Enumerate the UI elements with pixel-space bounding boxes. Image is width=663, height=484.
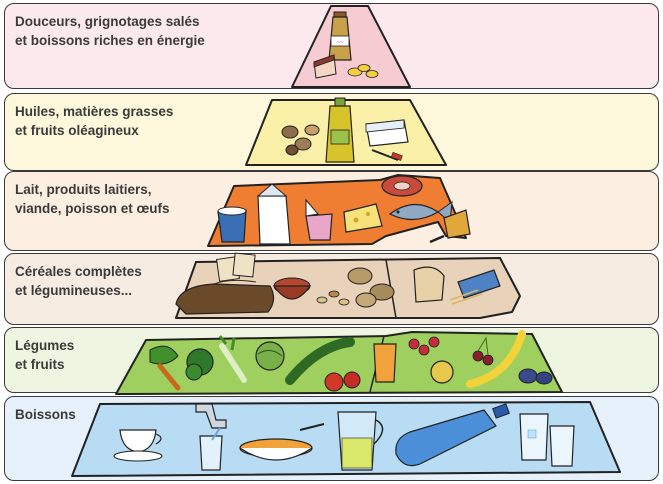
dessert-cup-icon <box>305 198 333 241</box>
soda-bottle-icon: ~~ <box>328 11 352 61</box>
tier-sweets: ~~ <box>291 5 411 88</box>
label-oils: Huiles, matières grasses et fruits oléag… <box>15 104 174 138</box>
potatoes-icon <box>347 267 395 308</box>
water-glasses-icon <box>519 413 575 467</box>
bread-loaf-icon <box>175 279 275 315</box>
crispbread-icon <box>216 252 256 282</box>
tier-oils <box>245 97 447 166</box>
label-cereals: Céréales complètes et légumineuses... <box>15 264 142 298</box>
tier-protein <box>207 174 471 247</box>
meat-steak-icon <box>381 175 423 197</box>
oil-bottle-icon <box>325 97 355 163</box>
plums-icon <box>518 368 553 385</box>
label-sweets: Douceurs, grignotages salés et boissons … <box>15 14 205 48</box>
cucumber-icon <box>285 337 355 385</box>
cabbage-icon <box>255 341 285 371</box>
label-drinks: Boissons <box>15 407 76 422</box>
berries-icon <box>408 336 440 356</box>
juice-glass-icon <box>373 343 397 383</box>
pasta-box-icon <box>449 269 501 305</box>
svg-text:~~: ~~ <box>336 40 344 46</box>
sliced-bread-icon <box>413 266 445 303</box>
tier-veg <box>115 330 563 395</box>
label-veg: Légumes et fruits <box>15 338 75 372</box>
tier-drinks <box>71 401 621 477</box>
milk-carton-icon <box>256 183 291 245</box>
cheese-icon <box>343 203 383 233</box>
label-protein: Lait, produits laitiers, viande, poisson… <box>15 182 170 216</box>
faucet-glass-icon <box>195 403 227 471</box>
apple-icon <box>430 360 454 384</box>
banana-icon <box>466 330 526 388</box>
leafy-greens-icon <box>149 345 181 391</box>
legumes-icon <box>316 290 350 306</box>
chicken-leg-icon <box>429 209 471 244</box>
tier-cereals <box>175 252 521 319</box>
tea-cup-icon <box>113 429 163 462</box>
soup-bowl-icon <box>239 423 325 461</box>
yogurt-cup-icon <box>217 206 247 243</box>
nuts-icon <box>281 124 320 156</box>
tomatoes-icon <box>324 371 361 392</box>
cereal-bowl-icon <box>272 277 312 300</box>
water-pitcher-icon <box>337 411 384 471</box>
chips-icon <box>347 64 379 78</box>
cake-slice-icon <box>313 54 337 79</box>
leek-icon <box>218 335 247 383</box>
water-bottle-icon <box>395 403 510 467</box>
broccoli-icon <box>185 348 214 381</box>
butter-tub-icon <box>365 119 409 161</box>
cherries-icon <box>472 336 494 366</box>
